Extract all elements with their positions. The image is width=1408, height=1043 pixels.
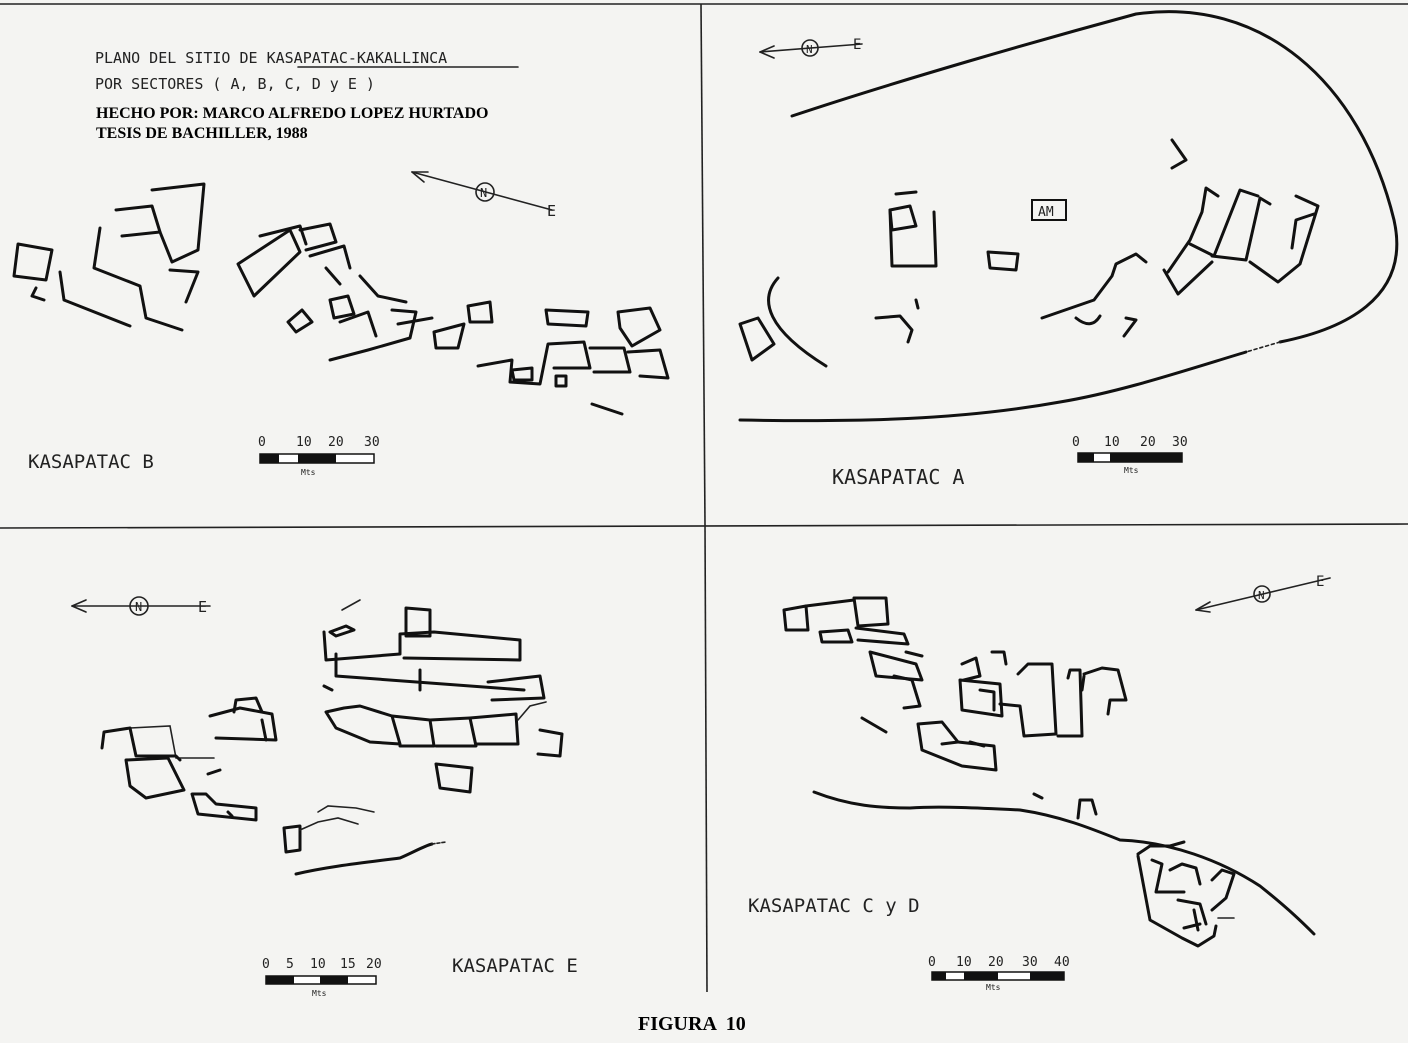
structures-cd bbox=[782, 596, 1316, 948]
north-arrow-cd: N E bbox=[1195, 574, 1331, 613]
scale-tick-b-1: 10 bbox=[296, 435, 312, 450]
site-boundary-a bbox=[738, 10, 1399, 423]
north-arrow-a: N E bbox=[759, 37, 863, 59]
north-letter: N bbox=[480, 186, 487, 200]
north-arrow-e: N E bbox=[71, 596, 211, 616]
panel-label-cd: KASAPATAC C y D bbox=[748, 895, 920, 917]
north-letter: N bbox=[806, 43, 813, 56]
north-circle-icon bbox=[801, 39, 819, 57]
east-letter: E bbox=[198, 598, 207, 616]
east-letter: E bbox=[853, 37, 861, 53]
north-letter: N bbox=[135, 600, 142, 614]
vertical-divider-top bbox=[700, 3, 706, 525]
scale-bar-e: 0 5 10 15 20 Mts bbox=[262, 957, 382, 998]
arrow-head-icon bbox=[1195, 601, 1211, 613]
scale-tick-cd-4: 40 bbox=[1054, 955, 1070, 970]
north-circle-icon bbox=[475, 182, 495, 202]
vertical-divider-bottom bbox=[704, 523, 708, 993]
scale-tick-a-0: 0 bbox=[1072, 435, 1080, 450]
scale-tick-e-3: 15 bbox=[340, 957, 356, 972]
north-arrow-b: N E bbox=[411, 171, 556, 220]
scale-unit-b: Mts bbox=[301, 468, 316, 477]
thesis-credit: TESIS DE BACHILLER, 1988 bbox=[96, 125, 308, 142]
scale-tick-e-0: 0 bbox=[262, 957, 270, 972]
panel-kasapatac-e: N E bbox=[71, 596, 578, 998]
scale-tick-b-3: 30 bbox=[364, 435, 380, 450]
structures-a: AM bbox=[874, 138, 1320, 344]
north-circle-icon bbox=[129, 596, 149, 616]
scale-unit-cd: Mts bbox=[986, 983, 1001, 992]
panel-kasapatac-a: N E AM bbox=[738, 10, 1399, 489]
scale-bar-b: 0 10 20 30 Mts bbox=[258, 435, 380, 477]
scale-tick-cd-2: 20 bbox=[988, 955, 1004, 970]
title-line-1: PLANO DEL SITIO DE KASAPATAC-KAKALLINCA bbox=[95, 49, 447, 67]
map-title: PLANO DEL SITIO DE KASAPATAC-KAKALLINCA … bbox=[95, 49, 519, 93]
scale-tick-cd-0: 0 bbox=[928, 955, 936, 970]
scale-tick-b-2: 20 bbox=[328, 435, 344, 450]
panel-label-a: KASAPATAC A bbox=[832, 465, 964, 489]
scale-tick-e-1: 5 bbox=[286, 957, 294, 972]
panel-kasapatac-b: N E bbox=[12, 171, 670, 477]
scale-tick-b-0: 0 bbox=[258, 435, 266, 450]
arrow-head-icon bbox=[759, 45, 775, 59]
scale-tick-a-3: 30 bbox=[1172, 435, 1188, 450]
scale-tick-e-4: 20 bbox=[366, 957, 382, 972]
panel-label-e: KASAPATAC E bbox=[452, 955, 578, 977]
north-circle-icon bbox=[1253, 585, 1271, 603]
scale-tick-cd-1: 10 bbox=[956, 955, 972, 970]
structure-label-am: AM bbox=[1038, 205, 1054, 220]
horizontal-divider bbox=[0, 523, 1408, 529]
east-letter: E bbox=[1316, 574, 1324, 590]
scale-tick-a-1: 10 bbox=[1104, 435, 1120, 450]
structures-b bbox=[12, 182, 670, 416]
east-letter: E bbox=[547, 202, 556, 220]
scale-tick-a-2: 20 bbox=[1140, 435, 1156, 450]
figure-caption: FIGURA 10 bbox=[638, 1013, 746, 1035]
panel-label-b: KASAPATAC B bbox=[28, 451, 154, 473]
north-letter: N bbox=[1258, 589, 1265, 602]
scale-bar-a: 0 10 20 30 Mts bbox=[1072, 435, 1188, 475]
scale-unit-e: Mts bbox=[312, 989, 327, 998]
scale-bar-cd: 0 10 20 30 40 Mts bbox=[928, 955, 1070, 992]
title-line-2: POR SECTORES ( A, B, C, D y E ) bbox=[95, 75, 375, 93]
author-credit: HECHO POR: MARCO ALFREDO LOPEZ HURTADO bbox=[96, 105, 488, 122]
arrow-head-icon bbox=[71, 599, 87, 613]
structures-e bbox=[100, 599, 564, 876]
arrow-head-icon bbox=[411, 171, 429, 183]
scale-tick-e-2: 10 bbox=[310, 957, 326, 972]
panel-kasapatac-cd: N E bbox=[748, 574, 1331, 992]
scale-tick-cd-3: 30 bbox=[1022, 955, 1038, 970]
scale-unit-a: Mts bbox=[1124, 466, 1139, 475]
